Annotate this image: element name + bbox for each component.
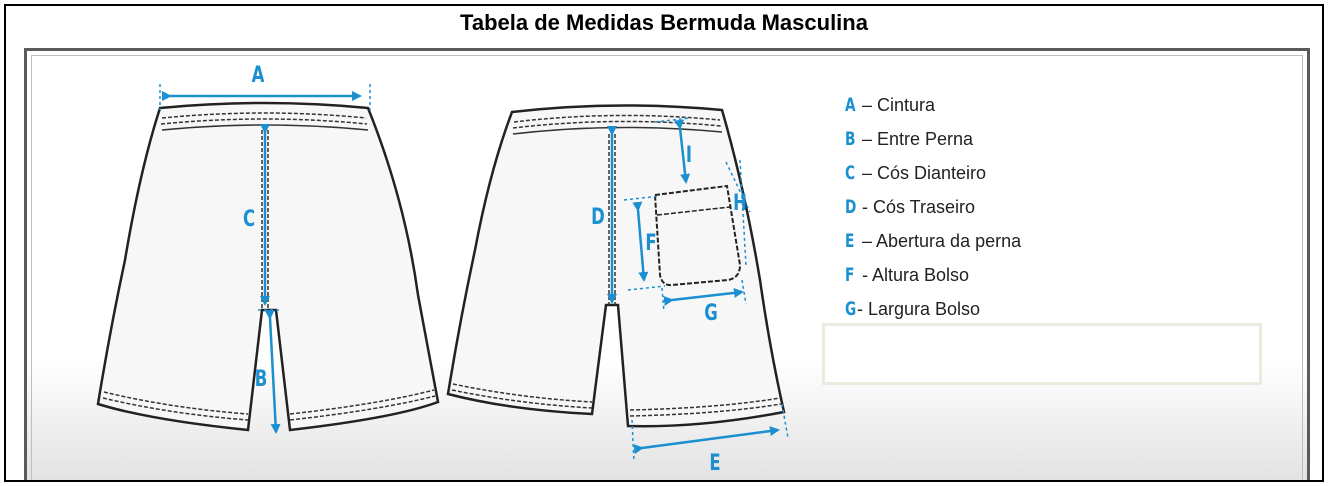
blank-note-box [822,323,1262,385]
measurements-legend: A – Cintura B – Entre Perna C – Cós Dian… [845,88,1225,326]
legend-letter: F [845,264,855,286]
back-shorts [446,104,786,428]
legend-item-cintura: A – Cintura [845,88,1225,122]
label-D: D [591,204,605,230]
back-pocket [653,184,742,287]
panel-inner-border [31,55,1303,480]
legend-letter: D [845,196,857,218]
legend-item-cos-dianteiro: C – Cós Dianteiro [845,156,1225,190]
label-B: B [255,366,268,392]
label-C: C [243,206,255,232]
legend-letter: C [845,162,856,184]
front-shorts-outline [96,101,440,432]
label-H: H [733,190,747,216]
legend-text: – Entre Perna [857,129,974,149]
legend-text: - Altura Bolso [857,265,970,285]
label-A: A [252,62,265,88]
label-G: G [704,300,718,326]
legend-text: - Cós Traseiro [857,197,976,217]
label-I: I [686,142,692,168]
legend-item-altura-bolso: F - Altura Bolso [845,258,1225,292]
legend-text: – Cós Dianteiro [857,163,987,183]
legend-item-largura-bolso: G- Largura Bolso [845,292,1225,326]
dimension-lines [159,84,789,463]
legend-letter: B [845,128,856,150]
legend-letter: G [845,298,857,320]
label-E: E [709,450,720,476]
legend-item-entre-perna: B – Entre Perna [845,122,1225,156]
legend-text: – Cintura [857,95,936,115]
legend-letter: A [845,94,856,116]
legend-text: – Abertura da perna [857,231,1022,251]
chart-title: Tabela de Medidas Bermuda Masculina [460,10,868,35]
label-F: F [645,230,656,256]
legend-text: - Largura Bolso [857,299,981,319]
legend-letter: E [845,230,855,252]
legend-item-cos-traseiro: D - Cós Traseiro [845,190,1225,224]
legend-item-abertura-perna: E – Abertura da perna [845,224,1225,258]
front-shorts [96,101,440,432]
